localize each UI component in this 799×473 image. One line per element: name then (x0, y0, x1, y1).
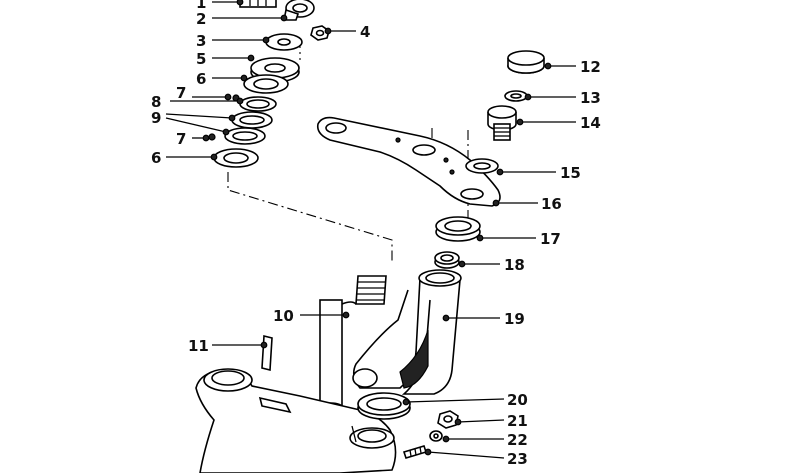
callout-12: 12 (580, 58, 601, 76)
callout-14: 14 (580, 114, 601, 132)
part-20-ring (357, 392, 411, 420)
part-6-race-upper (243, 74, 289, 94)
callout-9: 9 (151, 109, 161, 127)
lower-yoke (195, 368, 397, 473)
part-13-washer (504, 90, 528, 102)
callout-8: 8 (151, 93, 161, 111)
callout-4: 4 (360, 23, 370, 41)
callout-15: 15 (560, 164, 581, 182)
part-23-stud (402, 445, 428, 459)
part-8-ring (239, 96, 277, 112)
callout-6a: 6 (196, 70, 206, 88)
part-15-washer (465, 158, 499, 174)
part-17-ringnut (435, 216, 481, 242)
callout-5: 5 (196, 50, 206, 68)
callout-22: 22 (507, 431, 528, 449)
leader-lines (165, 0, 576, 459)
callout-21: 21 (507, 412, 528, 430)
part-2-clamp (283, 0, 315, 21)
callout-13: 13 (580, 89, 601, 107)
callout-1: 1 (196, 0, 206, 12)
part-14-sleeve (487, 105, 517, 141)
part-9-cage (224, 111, 273, 145)
part-18-bearing (434, 251, 460, 269)
callout-labels: 1 2 3 4 5 6 7 8 9 7 6 10 11 12 13 14 15 … (151, 0, 601, 468)
callout-16: 16 (541, 195, 562, 213)
callout-10: 10 (273, 307, 294, 325)
parts-illustration (195, 0, 545, 473)
callout-7a: 7 (176, 84, 186, 102)
callout-3: 3 (196, 32, 206, 50)
part-1-bolt (239, 0, 277, 8)
part-16-bracket (316, 116, 501, 207)
part-19-tube (352, 269, 462, 395)
part-6-race-lower (213, 148, 259, 168)
callout-6b: 6 (151, 149, 161, 167)
part-12-cap (507, 50, 545, 74)
part-22-washer (429, 430, 443, 442)
part-5-cup (250, 57, 300, 83)
callout-11: 11 (188, 337, 209, 355)
callout-23: 23 (507, 450, 528, 468)
callout-2: 2 (196, 10, 206, 28)
part-4-nut (310, 25, 330, 41)
callout-20: 20 (507, 391, 528, 409)
callout-18: 18 (504, 256, 525, 274)
part-3-washer (265, 33, 303, 51)
callout-17: 17 (540, 230, 561, 248)
callout-19: 19 (504, 310, 525, 328)
part-11-pin (261, 334, 273, 372)
part-7-ball-lower (208, 133, 216, 141)
part-21-nut (437, 410, 459, 429)
callout-7b: 7 (176, 130, 186, 148)
